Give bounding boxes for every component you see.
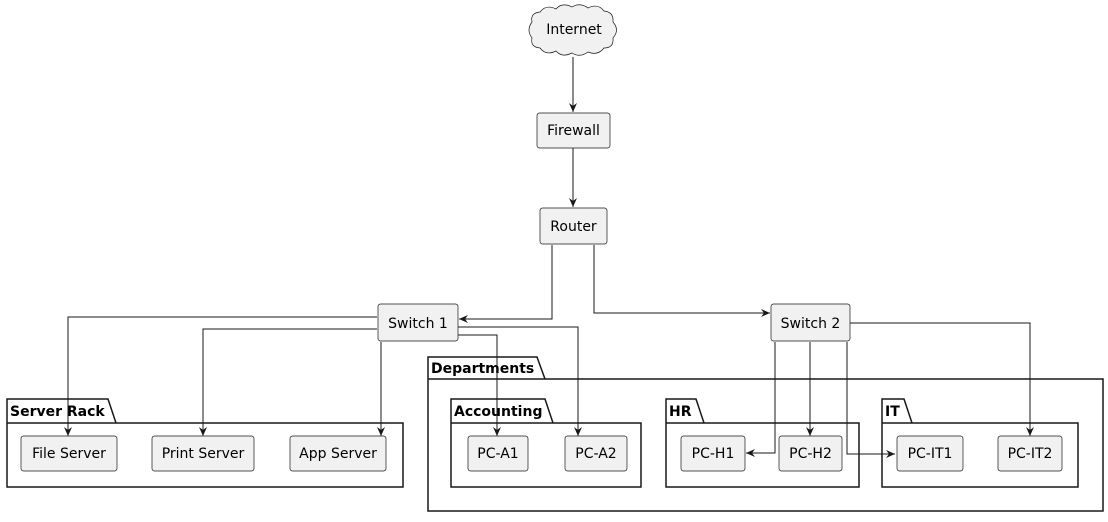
node-router[interactable]: Router — [539, 207, 608, 245]
edge-switch2-pc-it2 — [850, 322, 1034, 436]
node-label-router: Router — [550, 219, 597, 235]
package-label-server-rack: Server Rack — [10, 404, 105, 420]
node-label-pc-it1: PC-IT1 — [908, 446, 953, 462]
edges — [64, 57, 1034, 458]
node-switch2[interactable]: Switch 2 — [770, 303, 851, 342]
package-label-accounting: Accounting — [454, 404, 542, 420]
node-app-server[interactable]: App Server — [289, 435, 387, 472]
node-internet: Internet — [528, 4, 617, 56]
edge-switch1-print-server — [199, 328, 377, 436]
edge-switch1-pc-a1 — [458, 334, 501, 436]
edge-switch1-file-server — [64, 316, 377, 436]
node-label-firewall: Firewall — [547, 123, 600, 139]
node-label-app-server: App Server — [299, 446, 377, 462]
node-label-pc-a1: PC-A1 — [477, 446, 518, 462]
edge-switch1-pc-a2 — [458, 326, 582, 436]
node-pc-a1[interactable]: PC-A1 — [467, 435, 529, 472]
package-server-rack: Server Rack — [6, 398, 404, 488]
node-pc-it2[interactable]: PC-IT2 — [997, 435, 1063, 472]
edge-router-switch1 — [459, 245, 553, 323]
node-label-pc-h1: PC-H1 — [692, 446, 735, 462]
node-pc-it1[interactable]: PC-IT1 — [896, 435, 964, 472]
package-it: IT — [881, 398, 1079, 488]
package-label-it: IT — [885, 404, 900, 420]
node-pc-h1[interactable]: PC-H1 — [680, 435, 746, 472]
node-label-pc-h2: PC-H2 — [789, 446, 832, 462]
node-switch1[interactable]: Switch 1 — [377, 303, 459, 342]
package-departments: Departments — [427, 356, 1104, 512]
package-label-departments: Departments — [431, 361, 534, 377]
node-pc-h2[interactable]: PC-H2 — [778, 435, 843, 472]
package-hr: HR — [665, 398, 860, 488]
node-firewall[interactable]: Firewall — [536, 112, 611, 149]
node-label-file-server: File Server — [32, 446, 106, 462]
node-print-server[interactable]: Print Server — [151, 435, 255, 472]
edge-switch2-pc-it1 — [846, 342, 895, 458]
node-label-switch2: Switch 2 — [781, 316, 841, 332]
node-pc-a2[interactable]: PC-A2 — [564, 435, 628, 472]
node-label-switch1: Switch 1 — [388, 316, 448, 332]
node-label-pc-a2: PC-A2 — [575, 446, 616, 462]
node-label-print-server: Print Server — [162, 446, 245, 462]
edge-router-switch2 — [593, 245, 770, 317]
package-label-hr: HR — [669, 404, 692, 420]
edge-switch2-pc-h1 — [746, 342, 776, 457]
node-label-internet: Internet — [546, 22, 602, 38]
node-file-server[interactable]: File Server — [20, 435, 118, 472]
node-label-pc-it2: PC-IT2 — [1008, 446, 1053, 462]
package-accounting: Accounting — [450, 398, 642, 488]
